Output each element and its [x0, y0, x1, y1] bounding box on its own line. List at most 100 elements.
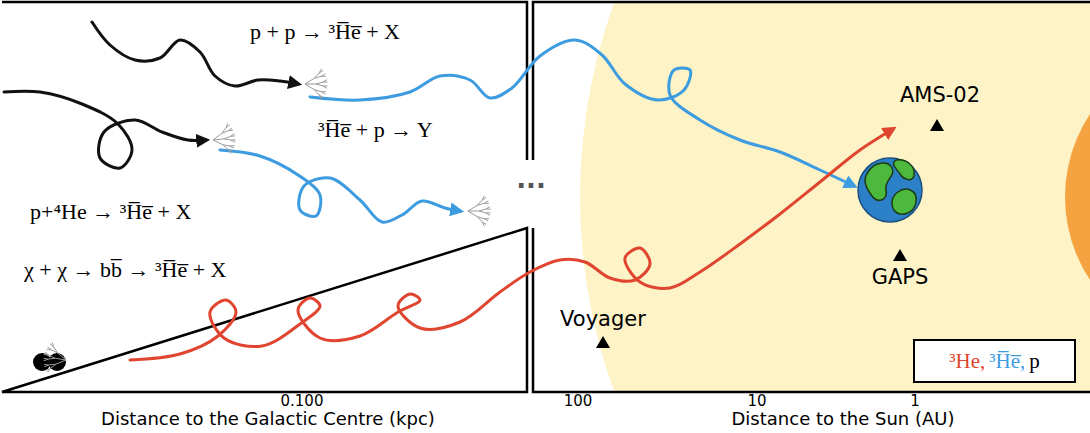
axis-label: 100	[564, 393, 593, 410]
shower-branch	[321, 76, 326, 77]
shower-branch	[316, 82, 323, 84]
axis-label: 1	[910, 393, 920, 410]
shower-branch	[468, 205, 477, 211]
blue-trajectory	[220, 150, 460, 222]
ellipsis: ···	[516, 172, 546, 201]
reaction-label: p + p → ³H̅e̅ + X	[250, 20, 400, 44]
voyager-marker	[596, 336, 610, 348]
continent	[893, 160, 914, 180]
shower-branch	[226, 125, 230, 128]
shower-branch	[305, 78, 314, 84]
detector-label: GAPS	[872, 266, 929, 289]
shower-branch	[222, 131, 229, 134]
shower-branch	[44, 365, 48, 367]
shower-branch	[52, 342, 53, 346]
legend-text: ³H̅e̅,	[989, 349, 1025, 373]
shower-branch	[314, 76, 321, 78]
earth	[858, 158, 922, 222]
axis-label: Distance to the Sun (AU)	[732, 409, 955, 429]
continent	[865, 163, 893, 200]
left-panel-frame	[2, 2, 527, 392]
shower-branch	[231, 133, 235, 136]
shower-branch	[48, 347, 52, 350]
reaction-label: χ + χ → bb̅ → ³H̅e̅ + X	[24, 258, 226, 282]
gaps-marker	[893, 249, 907, 261]
shower-branch	[228, 130, 233, 131]
shower-branch	[482, 222, 484, 226]
right-panel-frame	[533, 2, 1090, 392]
shower-branch	[479, 209, 486, 211]
shower-branch	[223, 145, 228, 150]
shower-branch	[54, 347, 58, 353]
shower-branch	[321, 74, 325, 76]
earth-globe	[858, 158, 922, 222]
shower-branch	[305, 84, 316, 85]
shower-branch	[323, 80, 327, 82]
detector-label: Voyager	[560, 308, 646, 331]
shower-branch	[58, 353, 66, 360]
shower-branch	[230, 146, 234, 148]
shower-branch	[484, 219, 488, 221]
legend-entry: ³H̅e̅,	[989, 349, 1025, 374]
detector-markers	[596, 119, 944, 348]
axis-label: 0.100	[281, 393, 324, 410]
sun	[1065, 47, 1090, 347]
shower-branch	[228, 128, 232, 131]
shower-branch	[323, 82, 328, 83]
shower-branch	[319, 95, 321, 99]
shower-branch	[49, 355, 55, 358]
shower-branch	[305, 84, 314, 90]
shower-branch	[231, 140, 235, 142]
shower-branch	[319, 71, 323, 73]
shower-branch	[224, 139, 231, 140]
solar-region	[580, 3, 1090, 391]
panel-frames	[2, 2, 1090, 392]
shower-branch	[44, 364, 49, 366]
shower-branch	[468, 211, 479, 212]
shower-branch	[316, 84, 323, 86]
legend-entry: p	[1029, 349, 1040, 374]
shower-branch	[45, 352, 49, 355]
shower-branch	[479, 211, 486, 213]
reaction-label: ³H̅e̅ + p → Y	[318, 118, 433, 142]
shower-branch	[44, 359, 48, 361]
reaction-label: p+⁴He → ³H̅e̅ + X	[30, 200, 191, 224]
shower-branch	[213, 140, 223, 145]
shower-branch	[323, 86, 327, 88]
shower-branch	[484, 201, 488, 203]
dark-matter-pair	[33, 353, 66, 371]
shower-branch	[56, 360, 66, 364]
axis-label: 10	[747, 393, 766, 410]
legend: ³He,³H̅e̅,p	[916, 342, 1073, 380]
shower-branch	[486, 213, 490, 215]
shower-branch	[224, 136, 231, 139]
shower-branch	[314, 90, 319, 95]
trajectories	[4, 22, 893, 360]
legend-text: ³He,	[949, 349, 985, 373]
shower-branch	[468, 211, 477, 217]
shower-branch	[46, 369, 50, 371]
axis-label: Distance to the Galactic Centre (kpc)	[101, 409, 435, 429]
legend-entry: ³He,	[949, 349, 985, 374]
shower-branch	[477, 217, 482, 222]
shower-branch	[49, 364, 56, 366]
shower-branch	[43, 358, 48, 360]
shower-branch	[477, 203, 484, 205]
shower-branch	[228, 150, 231, 154]
shower-branch	[213, 139, 224, 140]
shower-branch	[484, 203, 489, 204]
legend-box	[914, 340, 1075, 382]
red-trajectory	[130, 129, 893, 360]
shower-branch	[486, 207, 490, 209]
legend-text: p	[1029, 349, 1040, 373]
continent	[892, 189, 916, 214]
shower-branch	[482, 198, 486, 200]
shower-branch	[321, 92, 325, 94]
shower-branch	[231, 135, 236, 136]
blue-trajectory	[310, 40, 854, 186]
black-trajectory	[4, 91, 206, 168]
shower-branch	[486, 209, 491, 210]
heliosphere	[580, 3, 1090, 391]
ams-marker	[930, 119, 944, 131]
